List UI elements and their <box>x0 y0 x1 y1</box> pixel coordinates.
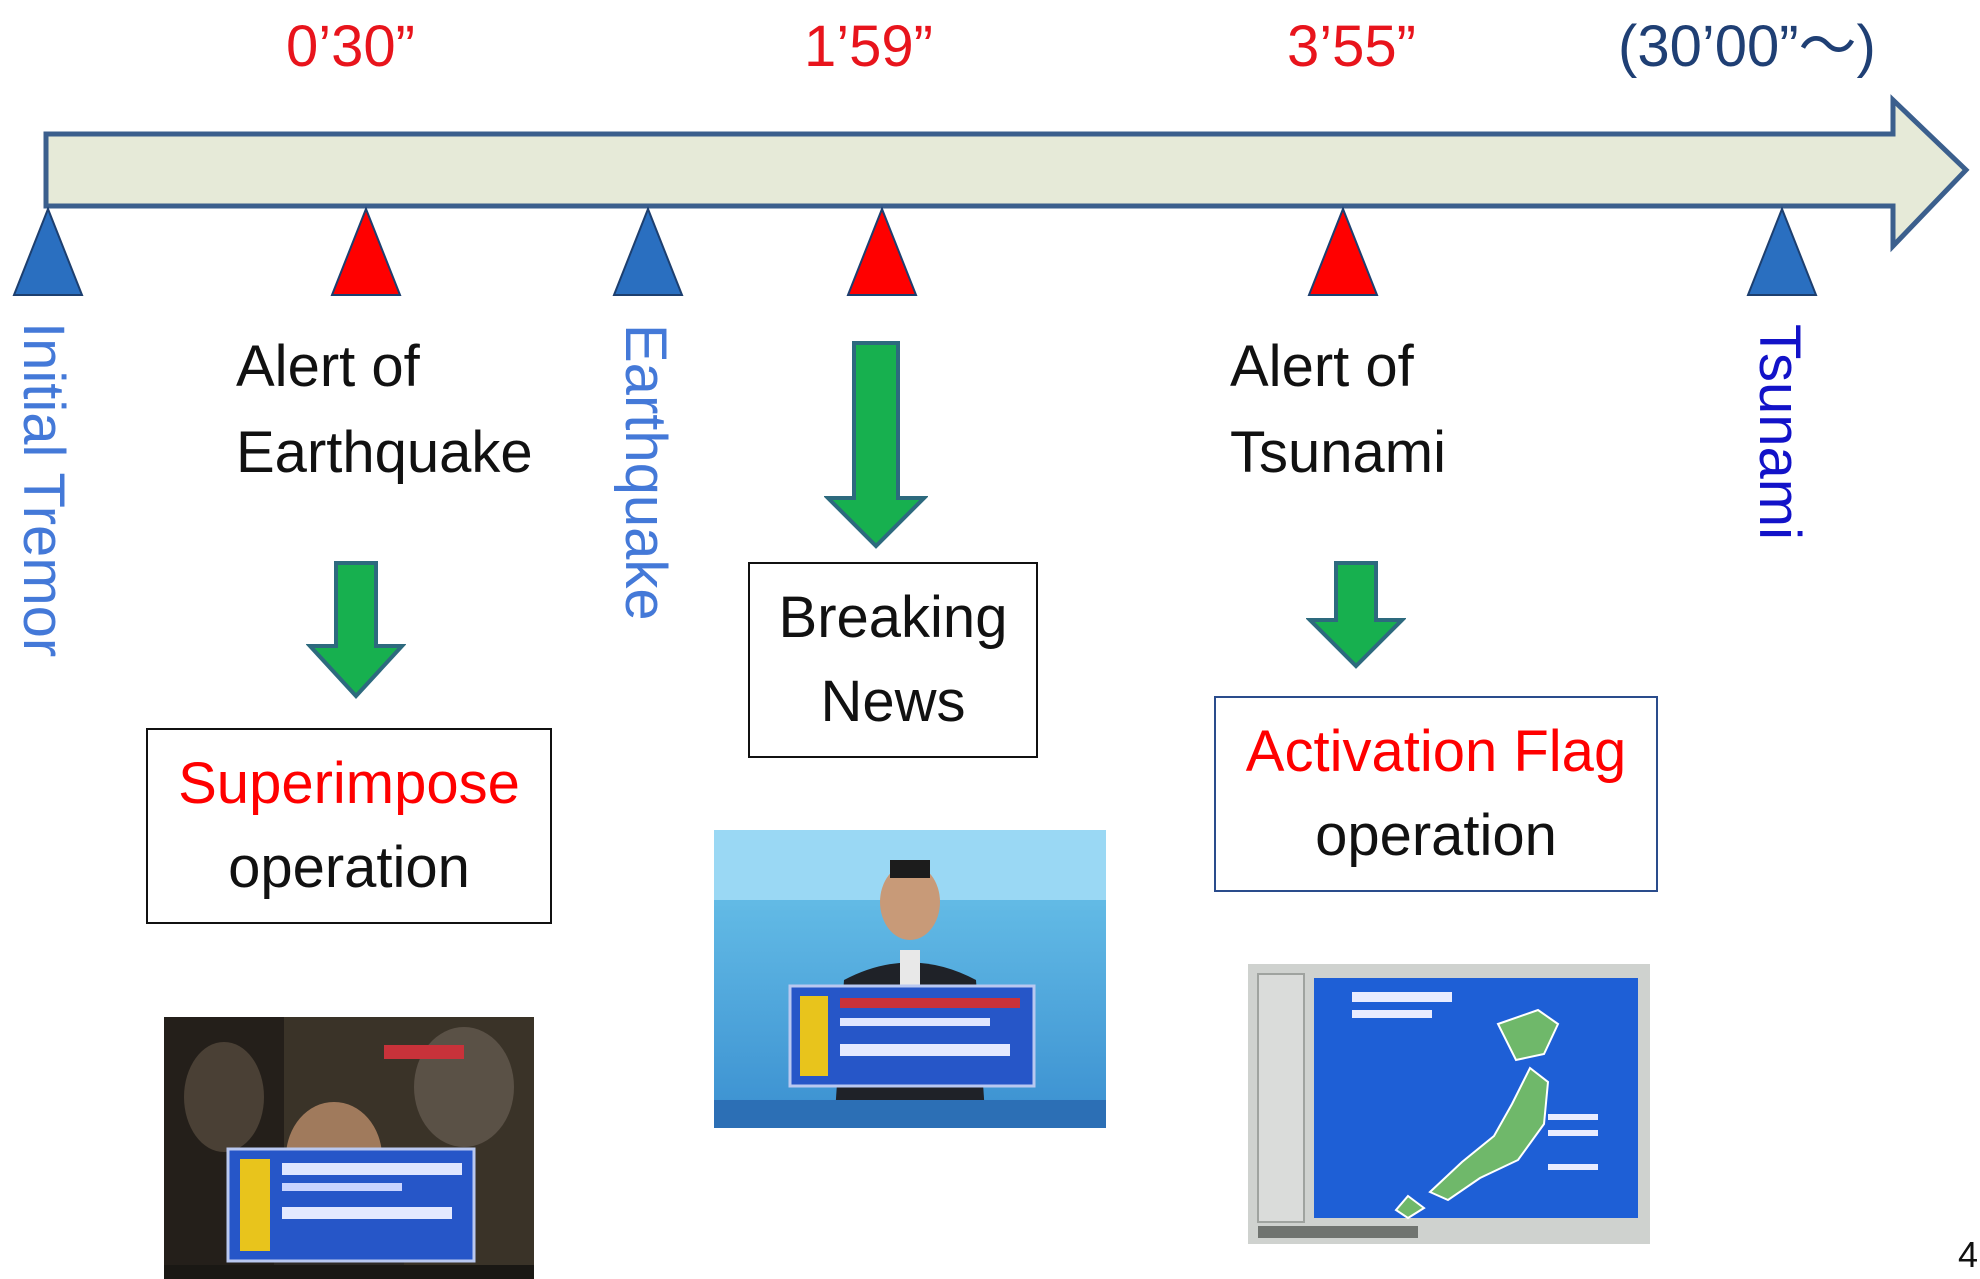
time-label-30-00: (30’00”～) <box>1618 14 1876 79</box>
initial-tremor-label: Initial Tremor <box>11 322 76 658</box>
breaking-text: Breaking <box>778 585 1008 650</box>
superimpose-text: Superimpose <box>178 751 520 816</box>
news-anchor-image <box>714 830 1106 1128</box>
activation-flag-operation-box: Activation Flag operation <box>1214 696 1658 892</box>
broadcast-superimpose-image <box>164 1017 534 1279</box>
japan-tsunami-map-image <box>1248 964 1650 1244</box>
alert-of-earthquake-marker <box>330 206 402 296</box>
alert-earthquake-line2: Earthquake <box>236 420 533 485</box>
initial-tremor-marker <box>12 206 84 296</box>
alert-earthquake-line1: Alert of <box>236 334 420 399</box>
superimpose-operation-box: Superimpose operation <box>146 728 552 924</box>
activation-flag-operation-text: operation <box>1315 803 1557 868</box>
time-label-1-59: 1’59” <box>804 14 933 79</box>
superimpose-operation-text: operation <box>228 835 470 900</box>
timeline-arrow <box>43 94 1970 253</box>
tsunami-marker <box>1746 206 1818 296</box>
breaking-news-box: Breaking News <box>748 562 1038 758</box>
earthquake-label: Earthquake <box>613 324 678 621</box>
alert-of-tsunami-marker <box>1307 206 1379 296</box>
down-arrow-activation-flag <box>1306 561 1406 669</box>
alert-tsunami-line2: Tsunami <box>1230 420 1446 485</box>
activation-flag-text: Activation Flag <box>1245 719 1627 784</box>
news-text: News <box>820 669 966 734</box>
alert-tsunami-line1: Alert of <box>1230 334 1414 399</box>
timeline-markers <box>12 206 1818 296</box>
page-number: 4 <box>1958 1234 1979 1275</box>
down-arrow-superimpose <box>306 561 406 699</box>
breaking-news-marker <box>846 206 918 296</box>
down-arrow-breaking-news <box>824 341 928 549</box>
earthquake-marker <box>612 206 684 296</box>
alert-of-earthquake-label: Alert of Earthquake <box>236 324 533 496</box>
time-label-3-55: 3’55” <box>1287 14 1416 79</box>
tsunami-label: Tsunami <box>1747 324 1812 540</box>
alert-of-tsunami-label: Alert of Tsunami <box>1230 324 1446 496</box>
time-label-0-30: 0’30” <box>286 14 415 79</box>
